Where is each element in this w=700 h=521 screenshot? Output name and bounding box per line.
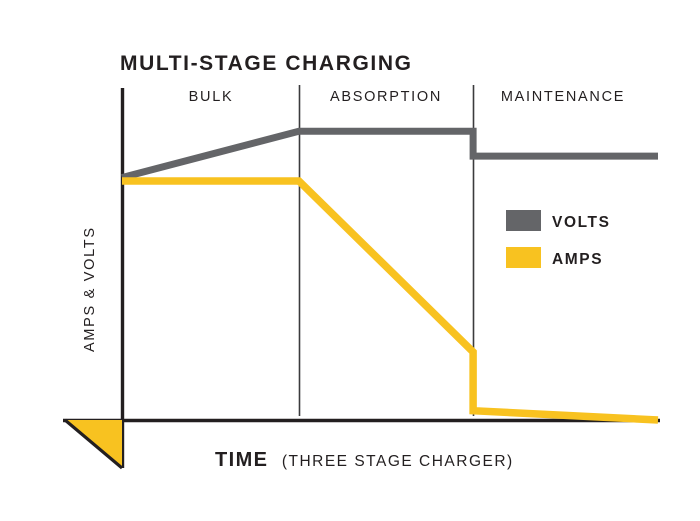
stage-label-maintenance: MAINTENANCE (501, 89, 625, 105)
x-axis-label: TIME (THREE STAGE CHARGER) (215, 449, 514, 471)
y-axis-label: AMPS & VOLTS (82, 226, 98, 352)
legend-item-volts: VOLTS (506, 210, 611, 231)
legend-swatch-amps (506, 247, 541, 268)
chart-title: MULTI-STAGE CHARGING (120, 52, 413, 75)
series-line-volts (121, 127, 658, 181)
x-axis-label-bold: TIME (215, 449, 268, 471)
x-axis-label-light: (THREE STAGE CHARGER) (282, 453, 514, 470)
stage-label-absorption: ABSORPTION (330, 89, 442, 105)
legend-item-amps: AMPS (506, 247, 603, 268)
chart-legend: VOLTS AMPS (506, 210, 611, 268)
legend-swatch-volts (506, 210, 541, 231)
origin-triangle-hypotenuse (63, 418, 124, 470)
stage-label-bulk: BULK (189, 89, 234, 105)
legend-label-amps: AMPS (552, 251, 603, 268)
series-line-amps (122, 177, 659, 424)
legend-label-volts: VOLTS (552, 214, 611, 231)
